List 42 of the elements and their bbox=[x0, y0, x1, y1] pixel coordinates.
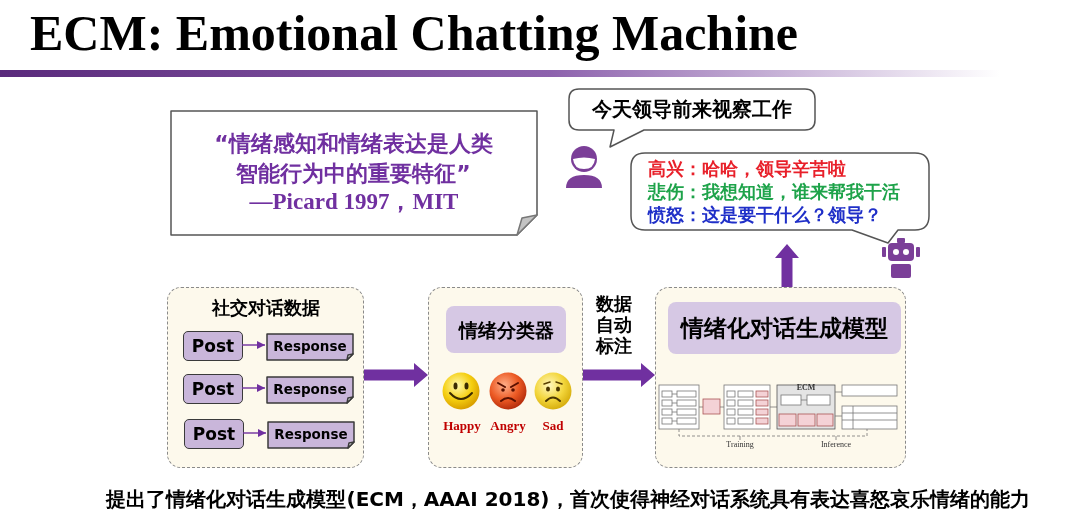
arrow bbox=[241, 384, 266, 392]
heading-text: 情绪化对话生成模型 bbox=[681, 314, 888, 342]
reply-text: 高兴：哈哈，领导辛苦啦 bbox=[648, 158, 846, 180]
figure-label: ECM bbox=[796, 383, 816, 392]
emotion-label: Happy bbox=[443, 418, 481, 433]
post-box bbox=[183, 331, 243, 361]
reply-text: 悲伤：我想知道，谁来帮我干活 bbox=[648, 181, 900, 203]
attribution-text: —Picard 1997，MIT bbox=[249, 188, 459, 216]
dashed-panel bbox=[167, 287, 364, 468]
block-arrow bbox=[775, 244, 799, 287]
reply-text: 愤怒：这是要干什么？领导？ bbox=[648, 204, 882, 226]
quote-text: “情绪感知和情绪表达是人类智能行为中的重要特征” bbox=[213, 130, 494, 188]
response-label: Response bbox=[273, 380, 347, 398]
arrow bbox=[242, 429, 267, 437]
post-label: Post bbox=[191, 336, 235, 356]
emotion-label: Angry bbox=[490, 418, 526, 433]
response-card bbox=[266, 333, 354, 361]
response-card bbox=[267, 421, 355, 449]
post-label: Post bbox=[191, 379, 235, 399]
panel-heading: 社交对话数据 bbox=[211, 297, 320, 319]
emotion-label: Sad bbox=[542, 418, 564, 433]
block-arrow bbox=[583, 363, 655, 387]
heading-box bbox=[668, 302, 901, 354]
block-arrow bbox=[364, 363, 428, 387]
response-label: Response bbox=[273, 337, 347, 355]
quote-note bbox=[170, 110, 538, 236]
post-box bbox=[183, 374, 243, 404]
heading-box bbox=[446, 306, 566, 353]
title: ECM: Emotional Chatting Machine bbox=[30, 4, 799, 62]
response-label: Response bbox=[274, 425, 348, 443]
figure-label: Training bbox=[726, 440, 754, 449]
edge-label: 数据自动标注 bbox=[596, 293, 634, 356]
post-box bbox=[184, 419, 244, 449]
speech-bubble bbox=[630, 152, 930, 244]
heading-text: 情绪分类器 bbox=[458, 317, 554, 342]
caption: 提出了情绪化对话生成模型(ECM，AAAI 2018)，首次使得神经对话系统具有表达喜怒哀乐情绪的能力 bbox=[106, 487, 1030, 512]
speech-text: 今天领导前来视察工作 bbox=[592, 96, 792, 122]
post-label: Post bbox=[192, 424, 236, 444]
arrow bbox=[241, 341, 266, 349]
response-card bbox=[266, 376, 354, 404]
speech-bubble bbox=[568, 88, 816, 148]
figure-label: Inference bbox=[820, 440, 852, 449]
